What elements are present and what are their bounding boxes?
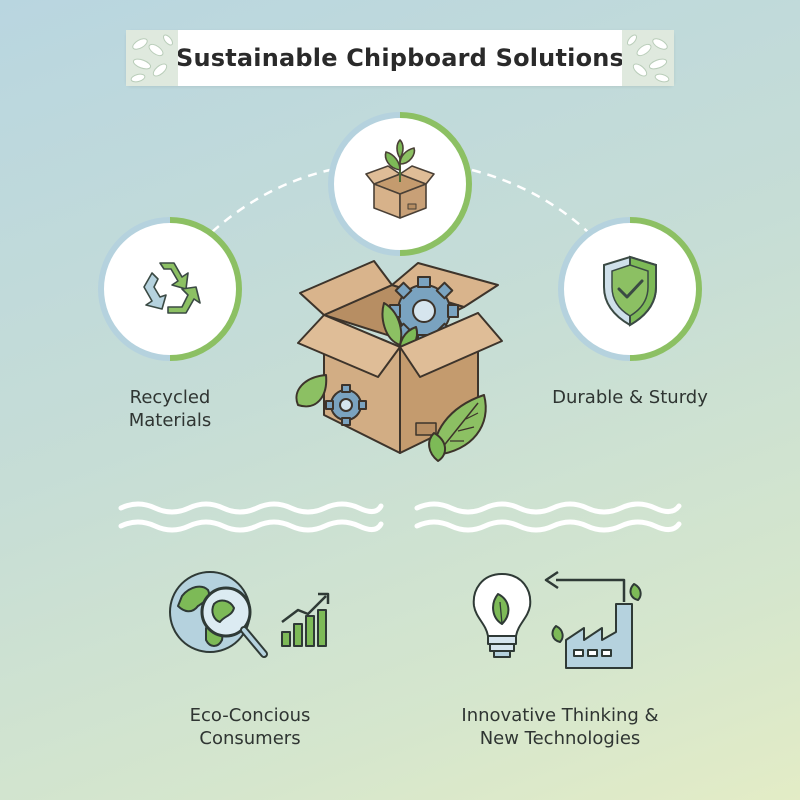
innovation-label-line2: New Technologies [479,728,641,749]
wave-divider-left [118,501,384,533]
top-box-sprout-badge [328,112,472,256]
recycled-label-line1: Recycled [129,387,211,408]
box-sprout-icon [365,139,435,219]
recycled-label-line2: Materials [128,410,212,431]
page-title: Sustainable Chipboard Solutions [175,44,625,72]
wave-divider-right [414,501,682,533]
lightbulb-factory-icon [472,570,642,669]
consumers-label-line2: Consumers [199,728,301,749]
eco-conscious-consumers-label: Eco-Concious Consumers [140,704,360,750]
durable-sturdy-label: Durable & Sturdy [540,386,720,409]
recycled-materials-label: Recycled Materials [98,386,242,432]
shield-check-icon [603,255,657,327]
recycle-icon [143,262,201,314]
recycled-materials-badge [98,217,242,361]
innovative-thinking-label: Innovative Thinking & New Technologies [430,704,690,750]
innovation-label-line1: Innovative Thinking & [461,705,659,726]
small-gear-icon [325,384,367,426]
globe-magnifier-chart-icon [169,571,330,658]
open-box-gears-icon [295,260,503,462]
leaf-decoration-right-icon [622,30,674,86]
consumers-label-line1: Eco-Concious [189,705,311,726]
title-banner: Sustainable Chipboard Solutions [126,30,674,86]
leaf-decoration-left-icon [126,30,178,86]
durable-sturdy-badge [558,217,702,361]
durable-label-line1: Durable & Sturdy [552,387,708,408]
